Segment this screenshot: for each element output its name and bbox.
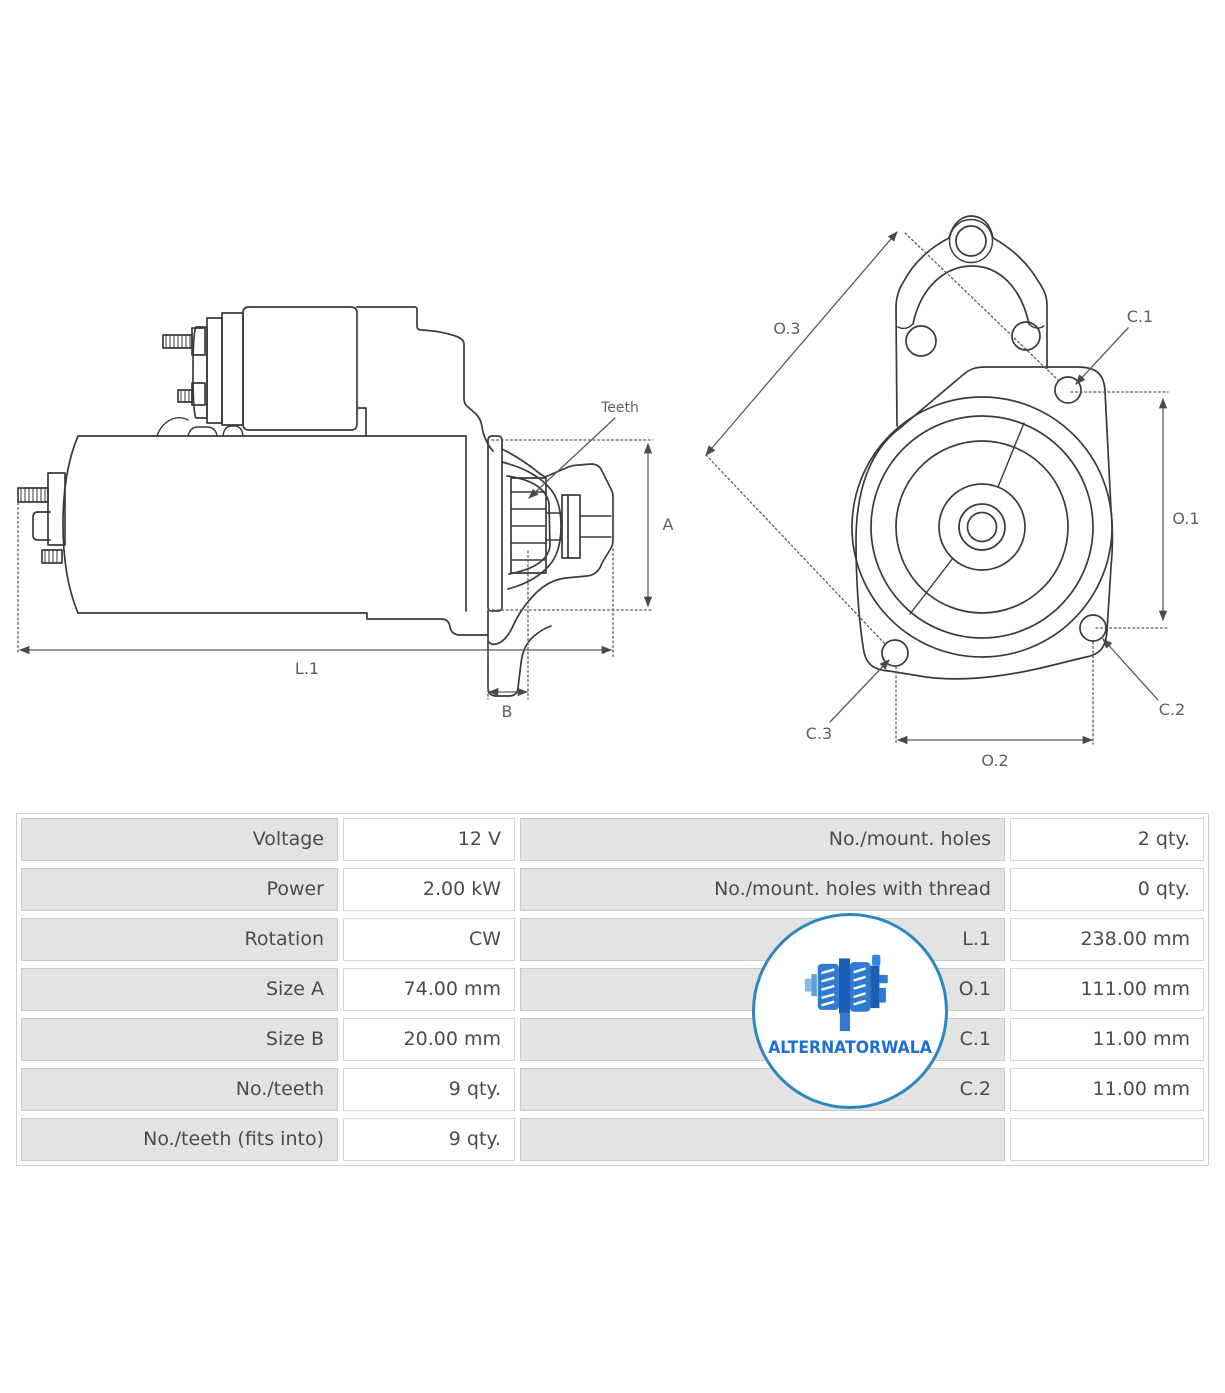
- spec-value-cell: 111.00 mm: [1010, 968, 1204, 1011]
- spec-label-cell: No./mount. holes with thread: [520, 868, 1005, 911]
- spec-value-cell: 11.00 mm: [1010, 1068, 1204, 1111]
- technical-drawing: L.1 B A Teeth: [17, 215, 1200, 770]
- specifications-table: Voltage 12 V No./mount. holes 2 qty. Pow…: [16, 813, 1209, 1166]
- alternator-icon: [804, 954, 888, 1032]
- dim-label-c3: C.3: [806, 724, 832, 743]
- spec-label-cell: Power: [21, 868, 338, 911]
- spec-value-cell: 238.00 mm: [1010, 918, 1204, 961]
- spec-label-cell: No./mount. holes: [520, 818, 1005, 861]
- spec-label-cell: Size B: [21, 1018, 338, 1061]
- spec-label-cell: Voltage: [21, 818, 338, 861]
- spec-label-cell: [520, 1118, 1005, 1161]
- spec-label-cell: No./teeth (fits into): [21, 1118, 338, 1161]
- alternatorwala-logo: ALTERNATORWALA: [752, 913, 948, 1109]
- dim-label-o3: O.3: [773, 319, 800, 338]
- spec-value-cell: 9 qty.: [343, 1118, 515, 1161]
- starter-side-view-art: [17, 306, 614, 697]
- spec-value-cell: 2.00 kW: [343, 868, 515, 911]
- spec-value-cell: 0 qty.: [1010, 868, 1204, 911]
- logo-text: ALTERNATORWALA: [768, 1038, 932, 1058]
- dim-label-c2: C.2: [1159, 700, 1185, 719]
- dim-label-o2: O.2: [981, 751, 1008, 770]
- dim-label-l1: L.1: [295, 659, 319, 678]
- dim-label-b: B: [502, 702, 513, 721]
- spec-label-cell: No./teeth: [21, 1068, 338, 1111]
- spec-value-cell: 11.00 mm: [1010, 1018, 1204, 1061]
- spec-value-cell: CW: [343, 918, 515, 961]
- spec-value-cell: 9 qty.: [343, 1068, 515, 1111]
- spec-value-cell: 20.00 mm: [343, 1018, 515, 1061]
- dim-label-o1: O.1: [1172, 509, 1199, 528]
- spec-value-cell: 74.00 mm: [343, 968, 515, 1011]
- side-view-dimensions: [17, 417, 654, 700]
- spec-value-cell: 2 qty.: [1010, 818, 1204, 861]
- spec-label-cell: Rotation: [21, 918, 338, 961]
- spec-label-cell: C.2: [520, 1068, 1005, 1111]
- spec-label-cell: Size A: [21, 968, 338, 1011]
- dim-label-c1: C.1: [1127, 307, 1153, 326]
- dim-label-a: A: [663, 515, 674, 534]
- front-view-dimensions: [705, 231, 1169, 745]
- starter-front-view-art: [851, 215, 1114, 680]
- spec-value-cell: 12 V: [343, 818, 515, 861]
- teeth-label: Teeth: [600, 400, 639, 416]
- spec-value-cell: [1010, 1118, 1204, 1161]
